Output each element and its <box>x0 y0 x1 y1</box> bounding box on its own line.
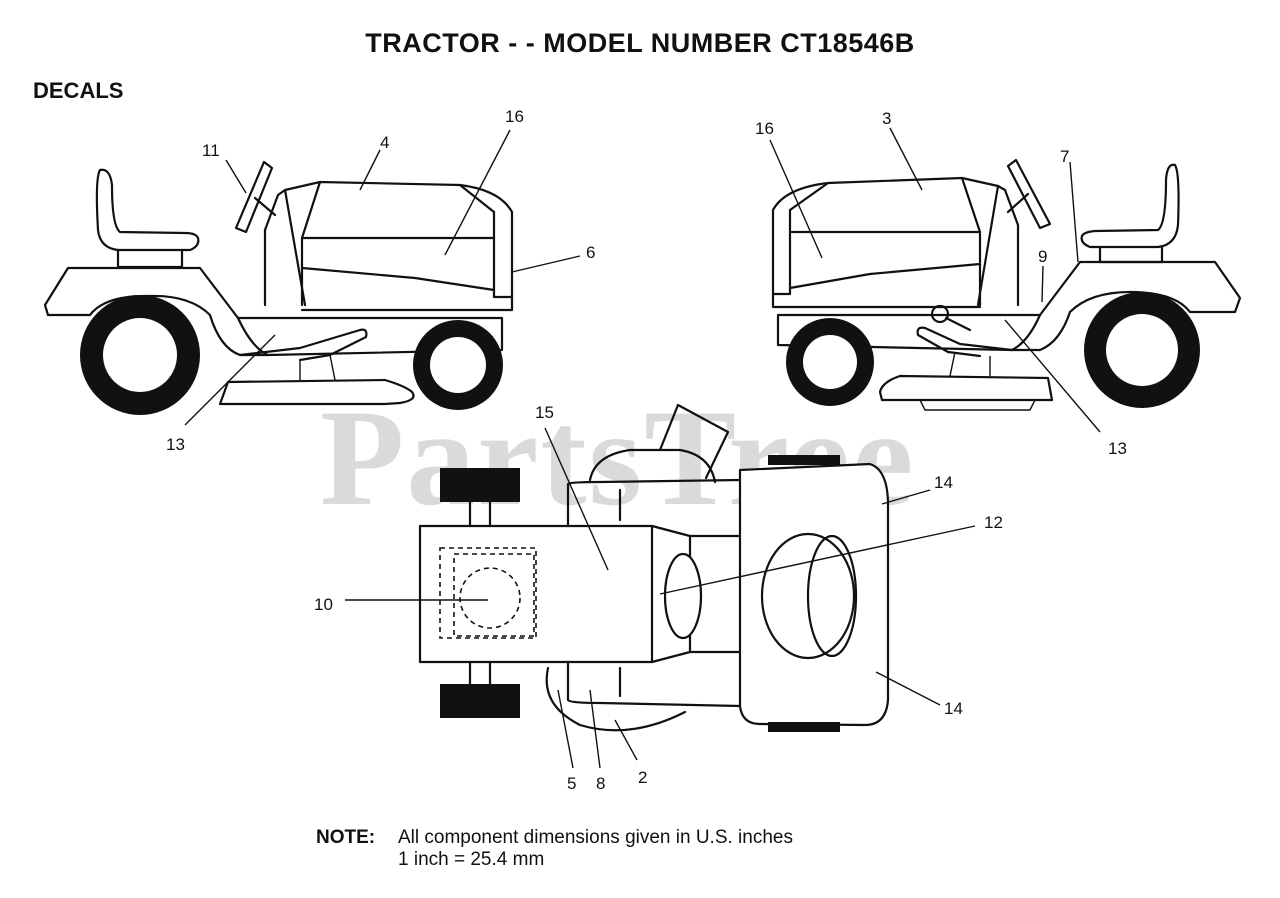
callout-13-right: 13 <box>1108 439 1127 458</box>
callout-5: 5 <box>567 774 576 793</box>
callout-14-top: 14 <box>934 473 953 492</box>
callout-9: 9 <box>1038 247 1047 266</box>
callout-16-right: 16 <box>755 119 774 138</box>
callout-4: 4 <box>380 133 389 152</box>
callout-12: 12 <box>984 513 1003 532</box>
callout-2: 2 <box>638 768 647 787</box>
note-label: NOTE: <box>316 827 376 848</box>
callout-10: 10 <box>314 595 333 614</box>
callout-16-left: 16 <box>505 107 524 126</box>
callout-13-left: 13 <box>166 435 185 454</box>
callout-6: 6 <box>586 243 595 262</box>
tractor-left-view <box>43 160 514 415</box>
note-block: NOTE: All component dimensions given in … <box>316 827 793 870</box>
page-title: TRACTOR - - MODEL NUMBER CT18546B <box>365 28 915 58</box>
callout-7: 7 <box>1060 147 1069 166</box>
callout-8: 8 <box>596 774 605 793</box>
note-line-2: 1 inch = 25.4 mm <box>398 849 545 870</box>
tractor-top-view <box>418 403 890 732</box>
section-title: DECALS <box>33 78 124 103</box>
tractor-right-view <box>771 158 1242 411</box>
leader-lines <box>184 127 1101 769</box>
callout-3: 3 <box>882 109 891 128</box>
callout-labels: 11 4 16 6 13 16 3 7 9 13 15 14 12 10 14 … <box>166 107 1127 793</box>
callout-15: 15 <box>535 403 554 422</box>
callout-14-bottom: 14 <box>944 699 963 718</box>
callout-11: 11 <box>202 141 220 160</box>
note-line-1: All component dimensions given in U.S. i… <box>398 827 793 848</box>
